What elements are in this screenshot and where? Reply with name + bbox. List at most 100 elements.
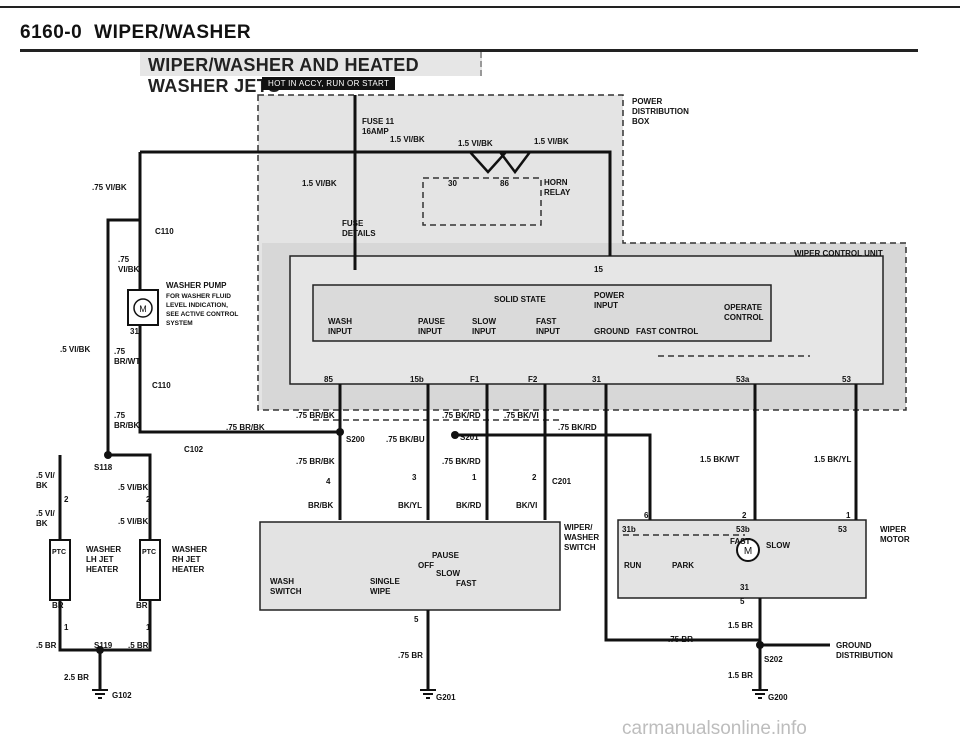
switch-title-1: WIPER/ bbox=[564, 523, 593, 532]
wire-label-motor-ground: 1.5 BR bbox=[728, 621, 753, 630]
pause-input-1: PAUSE bbox=[418, 317, 446, 326]
washer-pump-desc-3: SEE ACTIVE CONTROL bbox=[166, 311, 238, 318]
wire-label-heater-l-out: BR bbox=[52, 601, 64, 610]
pause-input-2: INPUT bbox=[418, 327, 442, 336]
wire-heater-returns bbox=[58, 600, 152, 652]
motor-pin-53: 53 bbox=[838, 525, 847, 534]
diagram-title: WIPER/WASHER AND HEATED WASHER JETS bbox=[148, 55, 419, 96]
motor-pin-2: 2 bbox=[742, 511, 747, 520]
slow-input-1: SLOW bbox=[472, 317, 496, 326]
wiper-motor: M bbox=[736, 538, 760, 562]
motor-pin-53b: 53b bbox=[736, 525, 750, 534]
wire-heater-left-in-b-2: BK bbox=[36, 519, 48, 528]
hot-label: HOT IN ACCY, RUN OR START bbox=[262, 77, 396, 90]
lh-heater-pin-2: 2 bbox=[64, 495, 69, 504]
relay-wire-86 bbox=[499, 151, 531, 175]
control-pin-53: 53 bbox=[842, 375, 851, 384]
splice-points bbox=[96, 428, 764, 654]
wire-label-15b: .75 BK/RD bbox=[442, 411, 481, 420]
splice-s201-label: S201 bbox=[460, 433, 479, 442]
pump-motor-symbol: M bbox=[139, 304, 147, 314]
ground-distribution-2: DISTRIBUTION bbox=[836, 651, 893, 660]
wire-label-s202-out: 1.5 BR bbox=[728, 671, 753, 680]
rh-heater-pin-2: 2 bbox=[146, 495, 151, 504]
motor-pin-31b: 31b bbox=[622, 525, 636, 534]
wiper-motor-title-1: WIPER bbox=[880, 525, 906, 534]
rh-heater-pin-1: 1 bbox=[146, 623, 151, 632]
motor-pin-5: 5 bbox=[740, 597, 745, 606]
connector-c102: C102 bbox=[184, 445, 204, 454]
rh-heater-element bbox=[139, 539, 161, 601]
top-border bbox=[0, 6, 960, 8]
horn-relay-wires bbox=[469, 151, 531, 175]
rh-heater-3: HEATER bbox=[172, 565, 205, 574]
wire-label-s118-out-a: .5 VI/BK bbox=[118, 483, 148, 492]
control-pin-f1: F1 bbox=[470, 375, 480, 384]
relay-pin-30: 30 bbox=[448, 179, 457, 188]
ground-g200-label: G200 bbox=[768, 693, 788, 702]
pdb-title-3: BOX bbox=[632, 117, 650, 126]
wire-label-left-branch: .5 VI/BK bbox=[60, 345, 90, 354]
splice-s201 bbox=[451, 431, 459, 439]
splice-s202 bbox=[756, 641, 764, 649]
heading-rule bbox=[20, 49, 918, 52]
dashed-borders bbox=[257, 94, 907, 536]
switch-off: OFF bbox=[418, 561, 434, 570]
horn-relay-outline bbox=[422, 177, 542, 226]
control-pin-31: 31 bbox=[592, 375, 601, 384]
splice-s119-label: S119 bbox=[94, 641, 113, 650]
wire-label-s119-in-l: .5 BR bbox=[36, 641, 57, 650]
power-input-1: POWER bbox=[594, 291, 624, 300]
section-title: WIPER/WASHER bbox=[94, 22, 252, 43]
wire-heater-left-in-2: BK bbox=[36, 481, 48, 490]
switch-pin-2: 2 bbox=[532, 473, 537, 482]
wire-c110-out-1: .75 bbox=[114, 411, 126, 420]
washer-pump: M bbox=[127, 289, 159, 326]
lh-heater-3: HEATER bbox=[86, 565, 119, 574]
fast-input-2: INPUT bbox=[536, 327, 560, 336]
wash-input-2: INPUT bbox=[328, 327, 352, 336]
wire-pump-out bbox=[138, 325, 340, 434]
lh-heater-ptc: PTC bbox=[52, 549, 66, 556]
watermark: carmanualsonline.info bbox=[622, 718, 807, 739]
splice-s119 bbox=[96, 646, 104, 654]
wire-heater-left-in-b-1: .5 VI/ bbox=[36, 509, 55, 518]
wire-fuse-bus bbox=[140, 150, 612, 256]
wire-label-ground-dist-in: .75 BR bbox=[668, 635, 693, 644]
ground-g200 bbox=[752, 689, 768, 699]
wire-label-s201-up: .75 BK/BU bbox=[386, 435, 425, 444]
connector-c110-top: C110 bbox=[155, 227, 174, 236]
wiper-switch-box bbox=[259, 521, 561, 611]
motor-slow: SLOW bbox=[766, 541, 790, 550]
wire-label-left-feed: .75 VI/BK bbox=[92, 183, 127, 192]
switch-pin-5: 5 bbox=[414, 615, 419, 624]
wire-label-s119-out: 2.5 BR bbox=[64, 673, 89, 682]
wire-label-s118-out-b: .5 VI/BK bbox=[118, 517, 148, 526]
splice-s118-label: S118 bbox=[94, 463, 113, 472]
wire-label-fuse-feed: 1.5 VI/BK bbox=[302, 179, 337, 188]
labels: POWER DISTRIBUTION BOX FUSE 11 16AMP FUS… bbox=[36, 97, 910, 702]
control-pin-15: 15 bbox=[594, 265, 603, 274]
ground-g102-label: G102 bbox=[112, 691, 132, 700]
diagram-banner: WIPER/WASHER AND HEATED WASHER JETS bbox=[140, 52, 482, 96]
lh-heater-element bbox=[49, 539, 71, 601]
fast-input-1: FAST bbox=[536, 317, 557, 326]
wire-pump-out-1: .75 bbox=[114, 347, 126, 356]
wire-label-31: .75 BK/RD bbox=[558, 423, 597, 432]
wire-left-feed bbox=[106, 152, 142, 455]
ground-g201 bbox=[420, 689, 436, 699]
horn-relay-2: RELAY bbox=[544, 188, 571, 197]
wire-label-c102-out: .75 BR/BK bbox=[226, 423, 265, 432]
power-box-outline bbox=[257, 94, 907, 411]
heaters bbox=[49, 539, 161, 601]
ground-g201-label: G201 bbox=[436, 693, 456, 702]
splice-s118 bbox=[104, 451, 112, 459]
wiper-motor-title-2: MOTOR bbox=[880, 535, 910, 544]
wire-pump-feed-1: .75 bbox=[118, 255, 130, 264]
splice-s200-label: S200 bbox=[346, 435, 365, 444]
fuse-rating: 16AMP bbox=[362, 127, 389, 136]
wire-label-f2: .75 BK/VI bbox=[504, 411, 539, 420]
motor-pin-6: 6 bbox=[644, 511, 649, 520]
wire-heater-bus bbox=[108, 453, 152, 540]
